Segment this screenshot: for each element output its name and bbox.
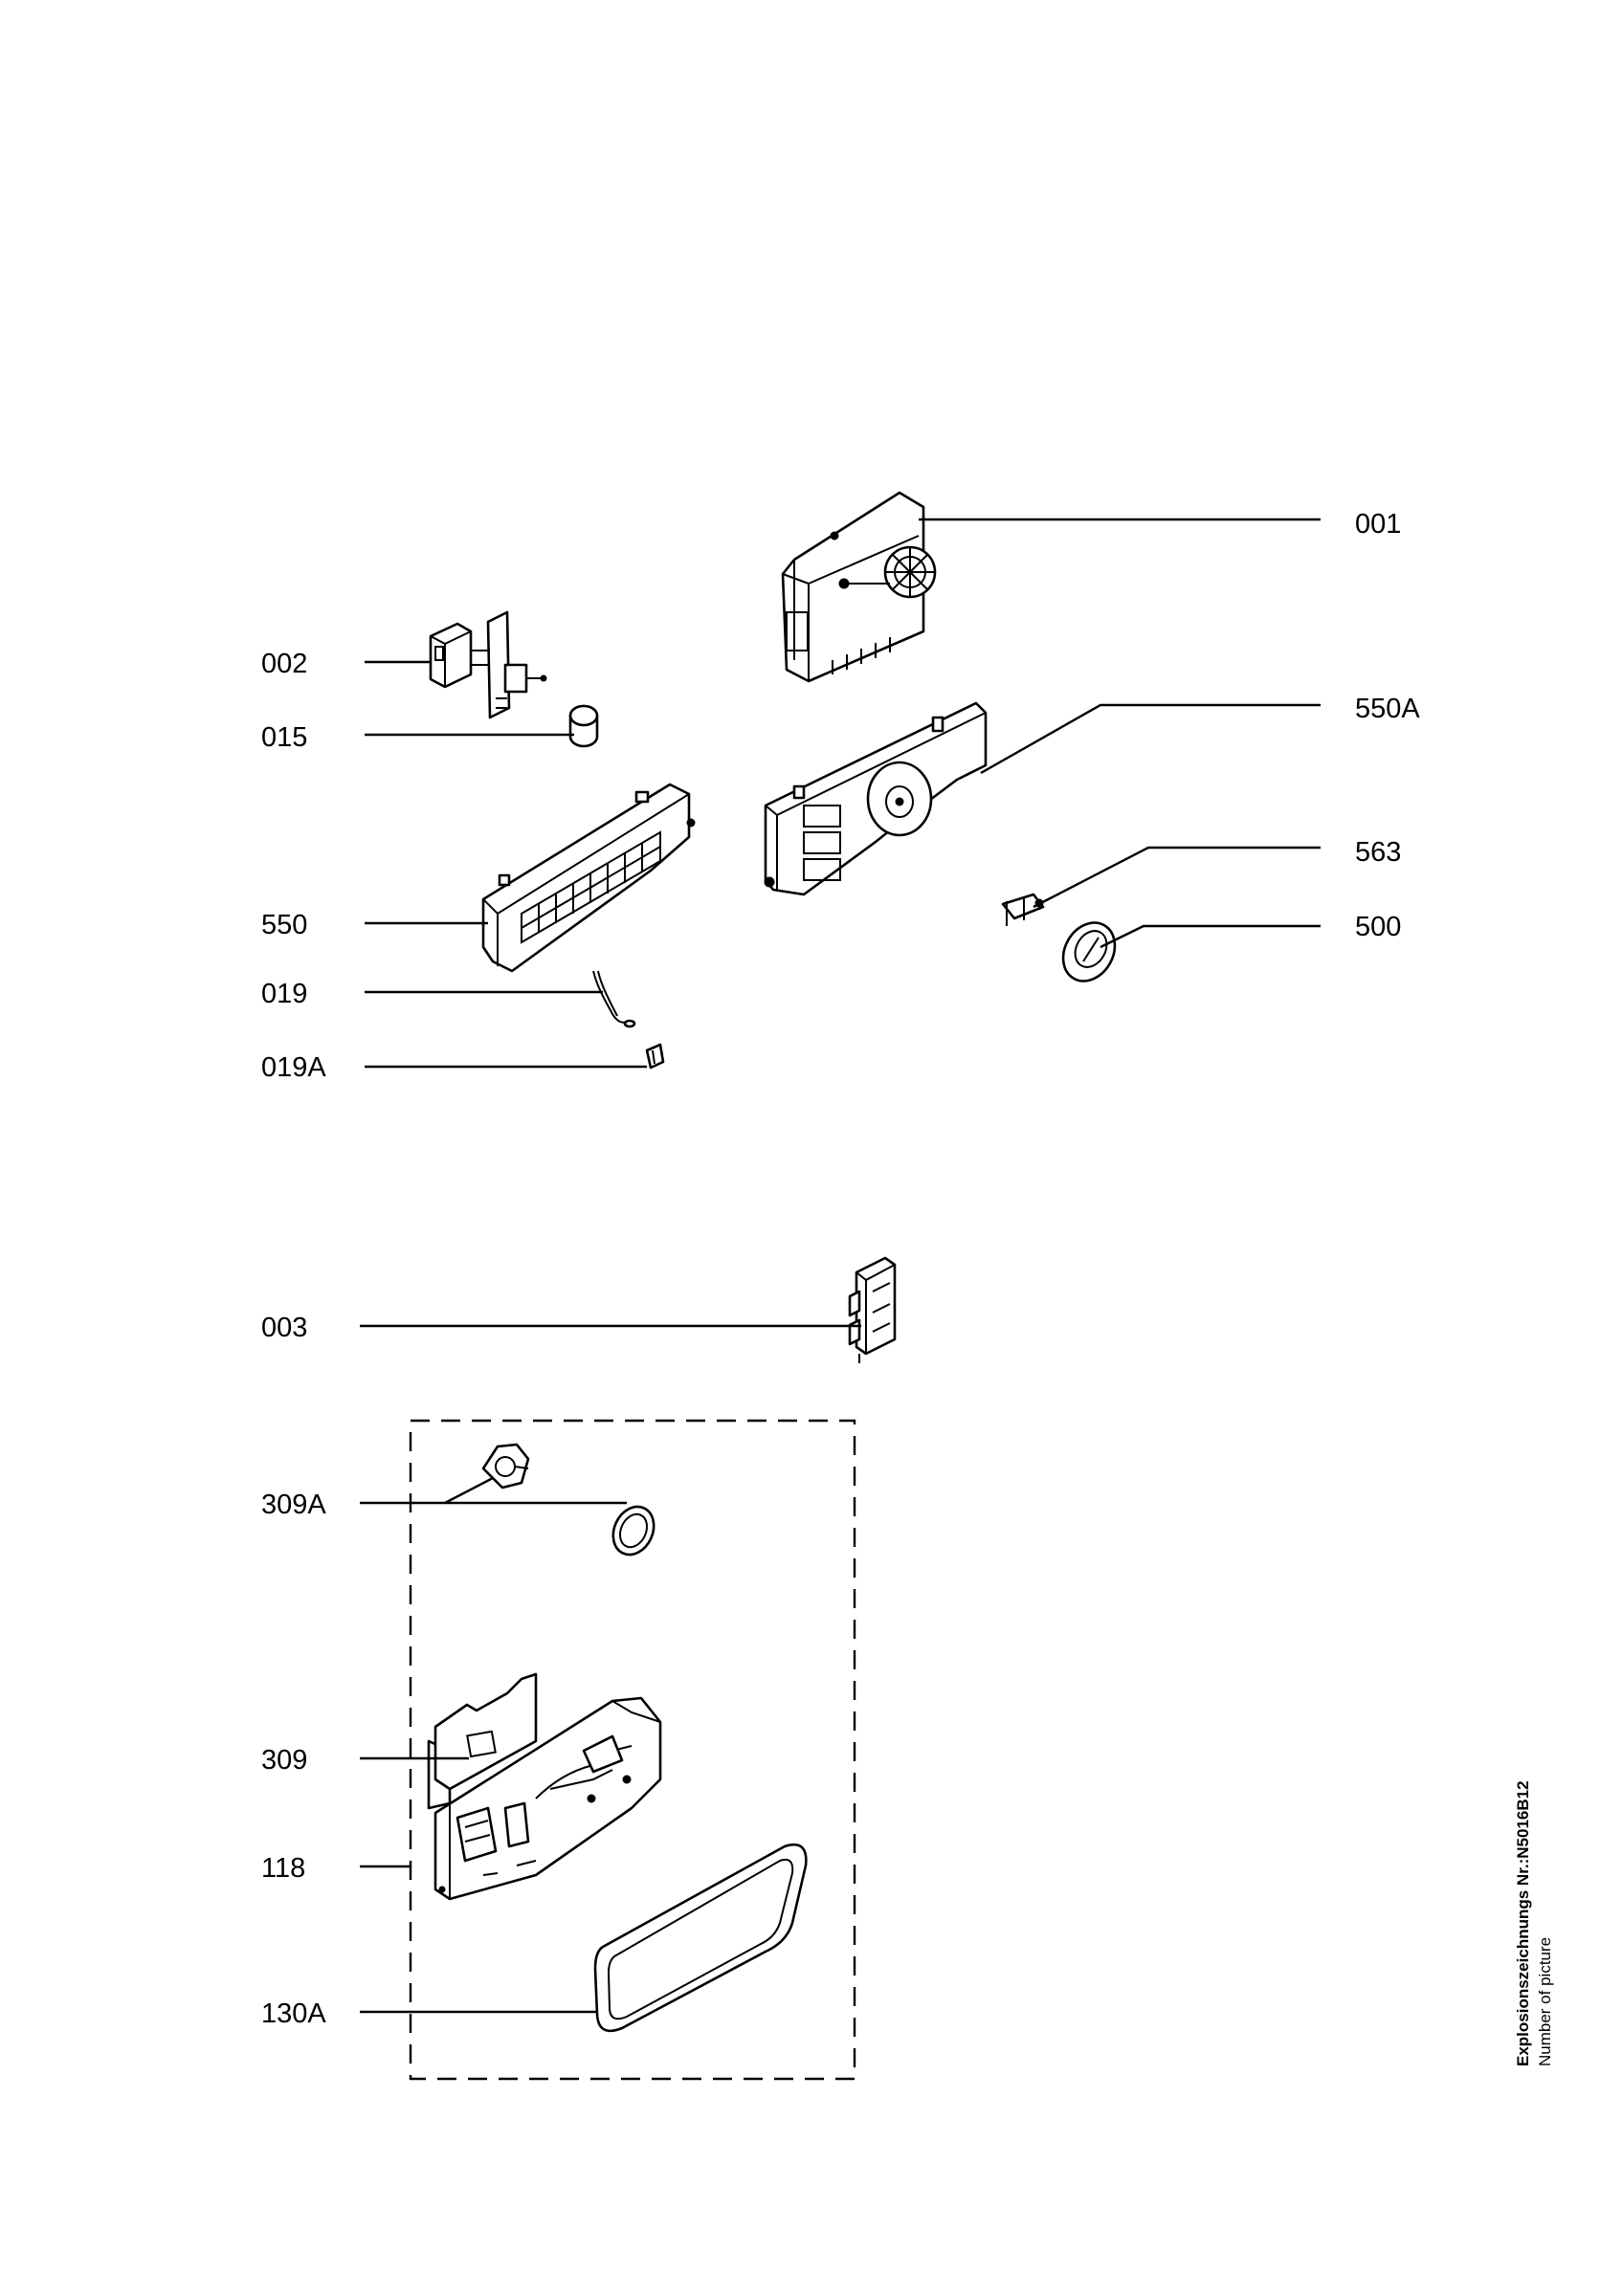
part-002-switch: [429, 610, 547, 719]
label-309A: 309A: [261, 1490, 326, 1520]
picture-number-block: Explosionszeichnungs Nr.:N5016B12 Number…: [1514, 1780, 1554, 2066]
part-015-knob-cap: [568, 704, 599, 748]
part-019A-clip: [645, 1043, 665, 1070]
leader-563: [1033, 846, 1321, 909]
door-lock-kit-outline: [409, 1419, 856, 2081]
part-309A-housing: [481, 1443, 530, 1490]
label-001: 001: [1355, 509, 1401, 540]
leader-309A: [360, 1476, 627, 1505]
part-550A-control-panel: [764, 701, 988, 896]
part-309A-ring: [611, 1505, 655, 1556]
leader-500: [1100, 924, 1321, 949]
picture-number-title: Explosionszeichnungs Nr.:N5016B12: [1514, 1780, 1532, 2066]
picture-number-subtitle: Number of picture: [1536, 1937, 1554, 2066]
leader-550A: [980, 703, 1321, 775]
part-309-door-lock: [427, 1672, 662, 1901]
part-003-terminal-block: [848, 1256, 897, 1363]
label-563: 563: [1355, 837, 1401, 868]
label-500: 500: [1355, 912, 1401, 942]
label-019: 019: [261, 979, 307, 1009]
part-001-timer: [781, 491, 937, 683]
label-550A: 550A: [1355, 694, 1420, 724]
part-563-lamp: [1001, 893, 1045, 926]
label-019A: 019A: [261, 1052, 326, 1083]
label-015: 015: [261, 722, 307, 753]
part-500-knob: [1061, 921, 1117, 982]
label-130A: 130A: [261, 1998, 326, 2029]
part-019-wire: [592, 970, 636, 1028]
part-550-control-panel: [481, 783, 696, 973]
label-118: 118: [261, 1853, 305, 1884]
part-130A-seal: [593, 1843, 808, 2033]
label-002: 002: [261, 649, 307, 679]
label-550: 550: [261, 910, 307, 940]
label-309: 309: [261, 1745, 307, 1776]
label-003: 003: [261, 1313, 307, 1343]
